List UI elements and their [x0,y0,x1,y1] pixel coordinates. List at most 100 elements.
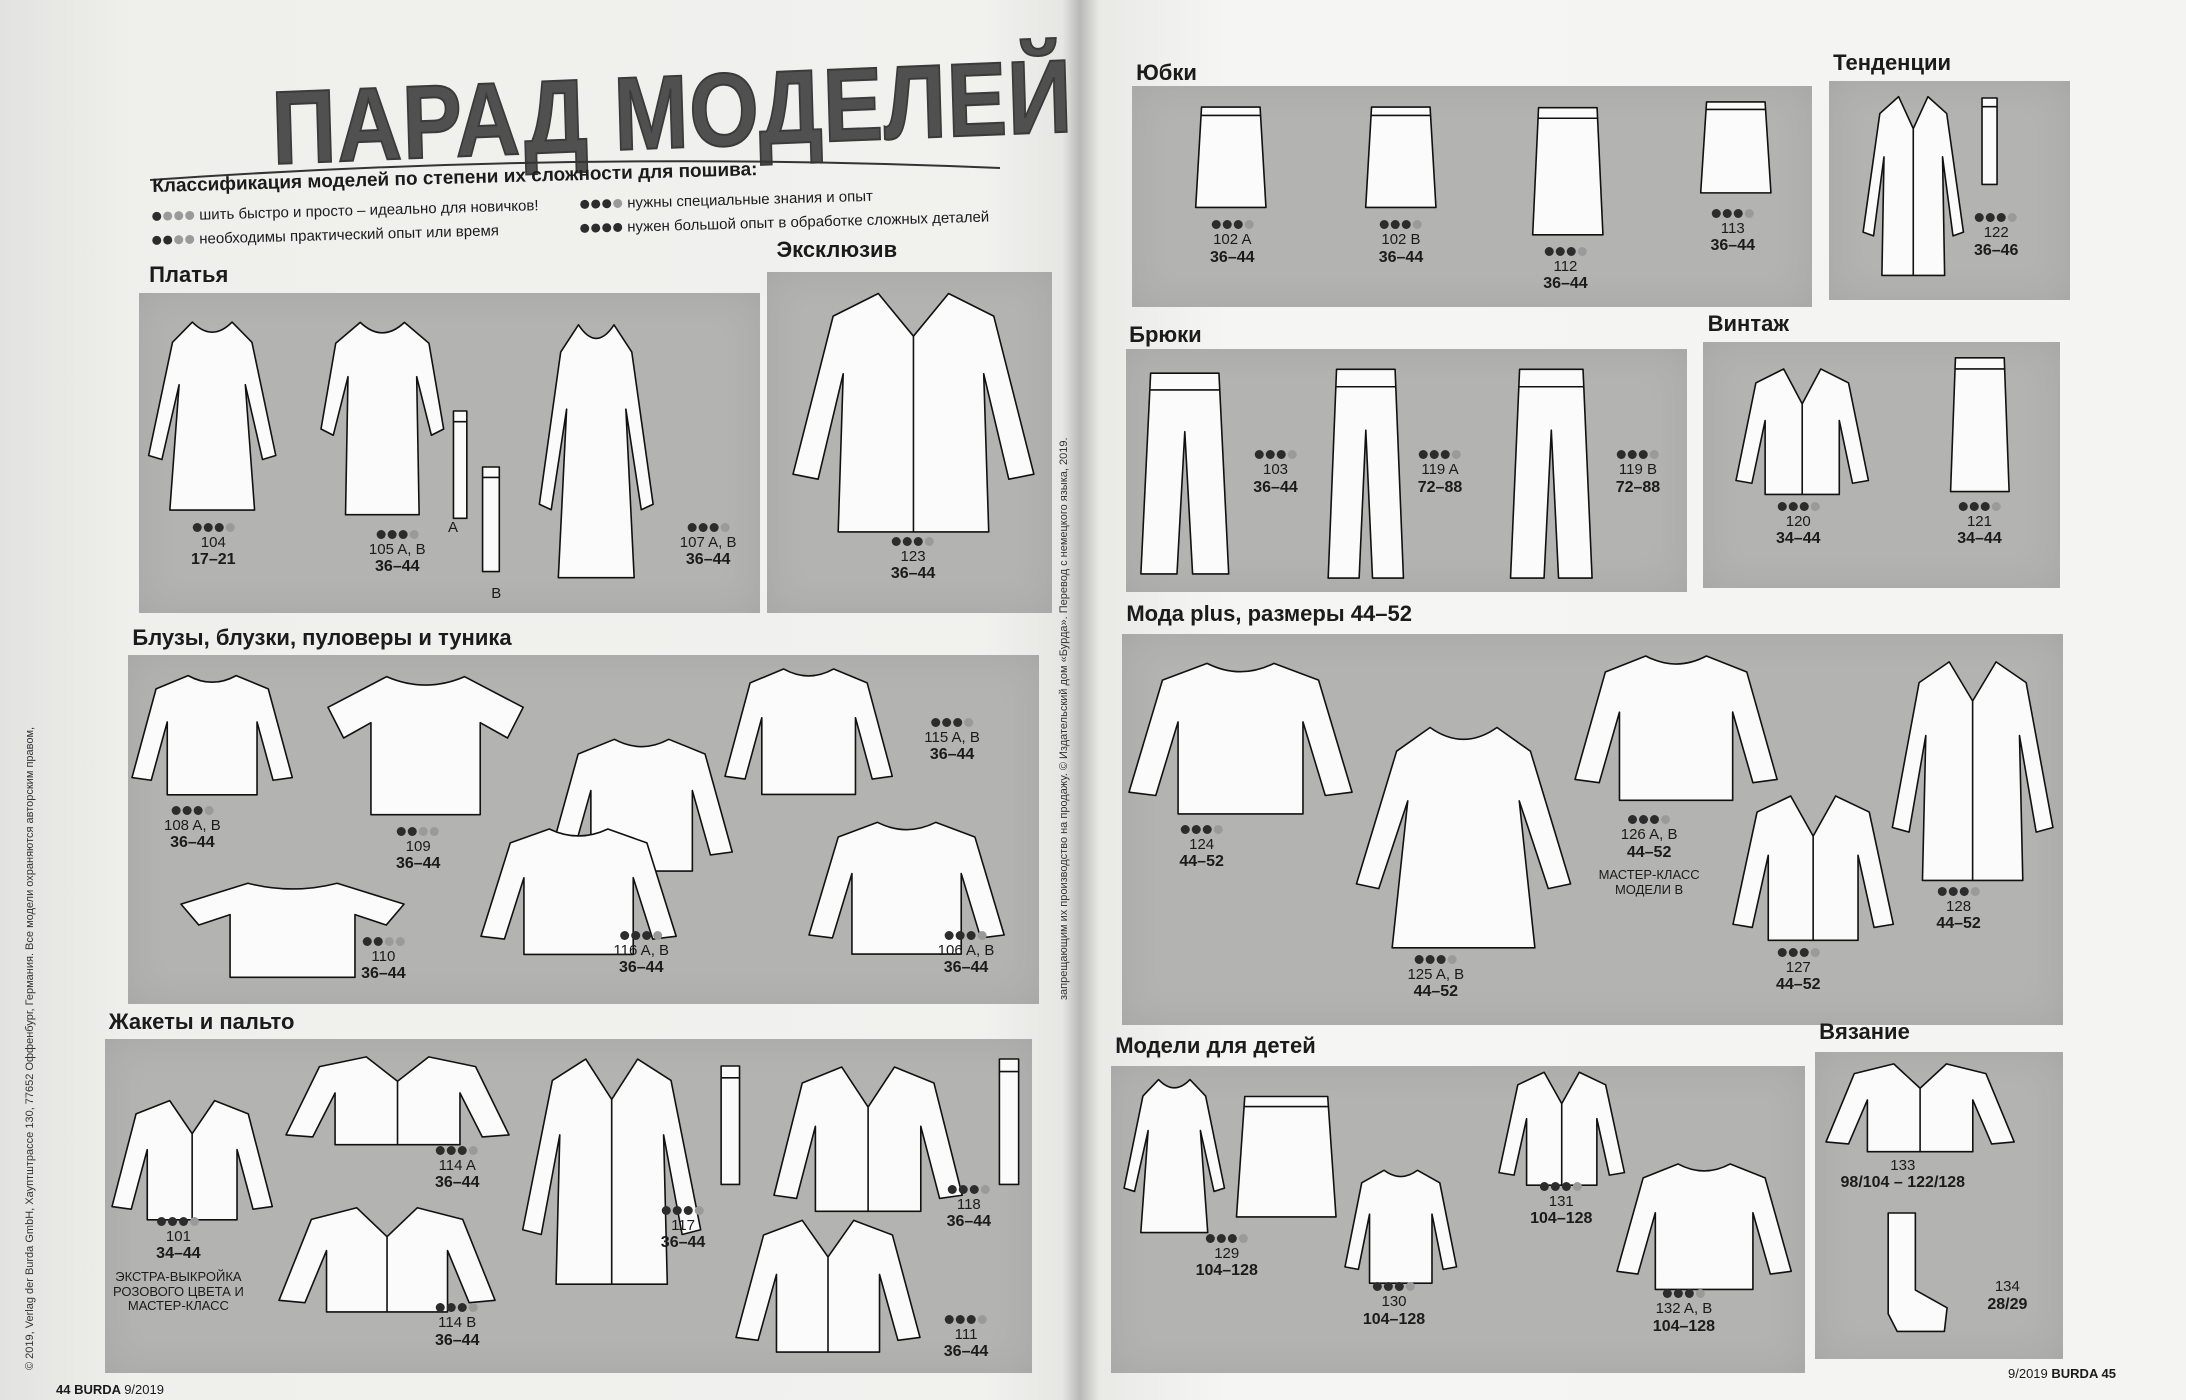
model-number: 111 [954,1325,978,1343]
legend-text: необходимы практический опыт или время [198,222,500,248]
jacket-sketch[interactable] [279,1202,495,1318]
coat-sketch[interactable] [519,1052,704,1289]
model-number: 127 [1785,958,1811,976]
section-title: Жакеты и пальто [108,1009,295,1035]
difficulty-dots [947,1184,990,1194]
belt-sketch[interactable] [1977,98,2002,184]
model-sizes: 36–44 [1710,237,1755,255]
top-sketch[interactable] [1617,1157,1791,1296]
top-sketch[interactable] [1129,655,1352,822]
model-sizes: 36–44 [1210,248,1255,266]
belt-sketch[interactable] [715,1066,746,1184]
difficulty-dot-filled [1276,450,1286,460]
difficulty-dot-filled [1733,209,1743,219]
model-note: Мастер-класс модели B [1598,867,1700,898]
difficulty-dot-filled [1980,501,1990,511]
jacket-sketch[interactable] [1826,1059,2014,1157]
jacket-sketch[interactable] [774,1059,962,1219]
belt-sketch[interactable] [477,467,505,572]
pants-sketch[interactable] [1324,365,1408,582]
difficulty-dot-filled [171,805,181,815]
difficulty-dot-filled [1616,450,1626,460]
model-number: 122 [1983,224,2009,242]
skirt-sketch[interactable] [1227,1094,1345,1219]
difficulty-dot-filled [1566,246,1576,256]
difficulty-dot-filled [602,199,612,209]
model-sizes: 36–44 [434,1331,480,1349]
dress-sketch[interactable] [146,314,278,516]
skirt-sketch[interactable] [1945,355,2015,494]
top-sketch[interactable] [1575,648,1777,808]
model-sizes: 36–44 [1378,248,1424,266]
difficulty-dot-filled [1233,220,1243,230]
difficulty-dot-empty [978,1314,988,1324]
difficulty-dot-empty [695,1205,705,1215]
sock-sketch[interactable] [1861,1213,1952,1331]
top-sketch[interactable] [1345,1164,1457,1289]
coat-sketch[interactable] [1861,91,1966,279]
difficulty-dot-filled [1211,220,1221,230]
dress-sketch[interactable] [1122,1073,1227,1237]
top-sketch[interactable] [809,815,1004,961]
legend-text: шить быстро и просто – идеально для нови… [198,197,539,224]
model-number: 109 [405,837,431,855]
tee-sketch[interactable] [328,669,523,822]
dress-sketch[interactable] [537,314,655,586]
model-sizes: 36–44 [361,965,406,983]
difficulty-dot-empty [925,536,935,546]
belt-sketch[interactable] [993,1059,1025,1184]
coat-sketch[interactable] [1889,655,2056,885]
difficulty-dots [1205,1233,1248,1243]
model-sizes: 36–44 [943,1342,989,1360]
skirt-sketch[interactable] [1694,100,1778,195]
top-sketch[interactable] [132,669,292,801]
copyright-text: © 2019, Verlag der Burda GmbH, Хауптштра… [24,726,36,1370]
jacket-sketch[interactable] [286,1052,509,1150]
difficulty-dot-filled [1555,246,1565,256]
jacket-sketch[interactable] [736,1213,920,1359]
difficulty-dot-filled [152,235,162,245]
difficulty-dot-filled [1216,1233,1226,1243]
jacket-sketch[interactable] [1733,788,1893,948]
difficulty-dot-empty [1695,1289,1705,1299]
jacket-sketch[interactable] [1499,1066,1624,1191]
pants-sketch[interactable] [1506,365,1597,582]
coat-sketch[interactable] [788,286,1039,537]
difficulty-dot-empty [1970,886,1980,896]
pants-sketch[interactable] [1136,369,1234,578]
skirt-sketch[interactable] [1526,105,1610,237]
section-title: Тенденции [1833,50,1952,76]
section-title: Эксклюзив [776,236,898,262]
difficulty-dot-filled [1540,1182,1550,1192]
dress-sketch[interactable] [1352,718,1575,955]
model-number: 128 [1946,897,1972,915]
difficulty-dot-filled [397,826,407,836]
difficulty-dots [931,717,974,727]
difficulty-dot-filled [958,1184,968,1194]
belt-sketch[interactable] [449,411,471,518]
model-number: 117 [671,1216,695,1234]
tee-dress-sketch[interactable] [321,314,444,523]
top-sketch[interactable] [725,662,892,801]
jacket-sketch[interactable] [112,1094,272,1226]
model-sizes: 104–128 [1652,1317,1716,1335]
jacket-sketch[interactable] [1736,362,1868,501]
difficulty-dot-empty [2008,213,2018,223]
tee-sketch[interactable] [181,878,404,983]
issue: 9/2019 [2008,1366,2048,1381]
difficulty-dot-filled [458,1145,468,1155]
skirt-sketch[interactable] [1189,105,1273,210]
difficulty-dot-filled [1379,220,1389,230]
top-sketch[interactable] [481,822,676,961]
model-number: 131 [1548,1193,1574,1211]
model-sizes: 36–46 [1973,241,2019,259]
skirt-sketch[interactable] [1359,105,1443,210]
